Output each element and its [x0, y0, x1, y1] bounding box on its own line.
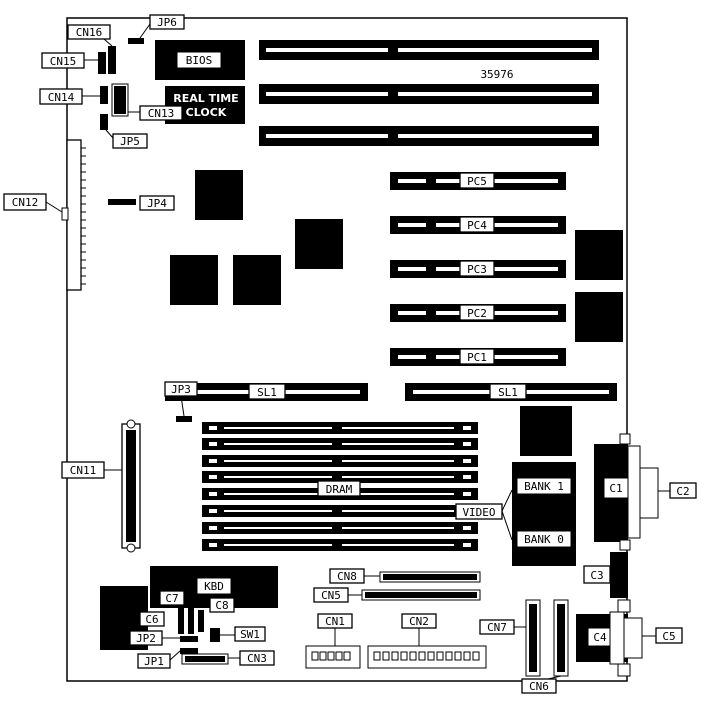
rtc-label-line1: REAL TIME [173, 92, 238, 105]
cn1-label: CN1 [325, 615, 345, 628]
cn7-label: CN7 [487, 621, 507, 634]
pc5-label: PC5 [467, 175, 487, 188]
chip [295, 219, 343, 269]
pc1-label: PC1 [467, 351, 487, 364]
c3-label: C3 [590, 569, 603, 582]
chip [575, 230, 623, 280]
jp3-label: JP3 [171, 383, 191, 396]
c8-label: C8 [215, 599, 228, 612]
jp6-label: JP6 [157, 16, 177, 29]
c6-c7-c8-jumpers [178, 608, 204, 634]
cn15-header [98, 52, 106, 74]
cn14-header [100, 86, 108, 104]
c1-connector [594, 433, 659, 551]
pc5-tag [459, 172, 495, 189]
jp6-tag [149, 14, 185, 30]
sl1-right-label: SL1 [498, 386, 518, 399]
c7-label: C7 [165, 592, 178, 605]
chip [520, 406, 572, 456]
c6-label: C6 [145, 613, 158, 626]
cn1-header [305, 645, 361, 669]
chip [170, 255, 218, 305]
cn8-label: CN8 [337, 570, 357, 583]
cn2-label: CN2 [409, 615, 429, 628]
cn3-label: CN3 [247, 652, 267, 665]
pc4-label: PC4 [467, 219, 487, 232]
cn2-header [367, 645, 487, 669]
c4-connector [576, 599, 643, 677]
video-memory-banks [512, 462, 576, 566]
cn16-label: CN16 [76, 26, 103, 39]
jp1-tag [137, 653, 171, 669]
jp4-tag [139, 195, 175, 211]
cn6-tag [521, 678, 557, 694]
pc1-tag [459, 348, 495, 365]
cn14-label: CN14 [48, 91, 75, 104]
pc2-label: PC2 [467, 307, 487, 320]
video-label: VIDEO [462, 506, 495, 519]
cn11-connector [121, 419, 141, 553]
jp2-label: JP2 [136, 632, 156, 645]
cn6-label: CN6 [529, 680, 549, 693]
kbd-label: KBD [204, 580, 224, 593]
cn12-label: CN12 [12, 196, 39, 209]
bank0-label: BANK 0 [524, 533, 564, 546]
part-number: 35976 [480, 68, 513, 81]
pc3-label: PC3 [467, 263, 487, 276]
rtc-label-line2: CLOCK [186, 106, 227, 119]
sw1-label: SW1 [240, 628, 260, 641]
isa-slots [259, 40, 599, 146]
chip [233, 255, 281, 305]
cn13-label: CN13 [148, 107, 175, 120]
chip [195, 170, 243, 220]
dram-sockets [202, 422, 478, 551]
jp6-jumper [128, 38, 144, 44]
jp5-label: JP5 [120, 135, 140, 148]
jp4-label: JP4 [147, 197, 167, 210]
jp5-jumper [100, 114, 108, 130]
pc3-tag [459, 260, 495, 277]
sw1-tag [234, 626, 266, 642]
c5-label: C5 [662, 630, 675, 643]
cn15-label: CN15 [50, 55, 77, 68]
c2-label: C2 [676, 485, 689, 498]
c3-tag [583, 565, 611, 584]
cn16-header [108, 46, 116, 74]
cn12-connector [61, 139, 86, 291]
dram-label: DRAM [326, 483, 353, 496]
jp5-tag [112, 133, 148, 149]
cn16-tag [67, 24, 111, 40]
c4-label: C4 [593, 631, 607, 644]
jp4-jumper [108, 199, 136, 205]
bios-chip: BIOS [155, 40, 245, 80]
chip [575, 292, 623, 342]
pc4-tag [459, 216, 495, 233]
dram-tag [317, 480, 361, 497]
bank1-label: BANK 1 [524, 480, 564, 493]
cn5-label: CN5 [321, 589, 341, 602]
bios-label: BIOS [186, 54, 213, 67]
cn11-label: CN11 [70, 464, 97, 477]
c3-block [610, 552, 628, 598]
rtc-chip: REAL TIME CLOCK [165, 86, 245, 124]
c1-label: C1 [609, 482, 622, 495]
jp1-label: JP1 [144, 655, 164, 668]
cn13-tag [139, 105, 183, 121]
pc2-tag [459, 304, 495, 321]
sl1-left-label: SL1 [257, 386, 277, 399]
